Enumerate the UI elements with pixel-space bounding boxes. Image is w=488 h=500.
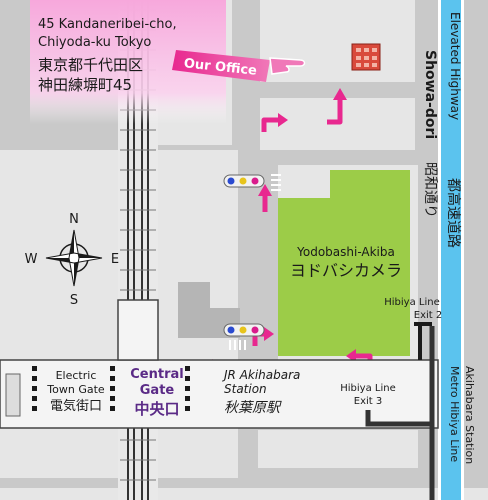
address-en-line2: Chiyoda-ku Tokyo — [38, 35, 151, 50]
compass-icon — [45, 229, 103, 287]
station-plaza — [178, 282, 240, 338]
compass-north: N — [69, 212, 79, 227]
jr-station-name-line2: Station — [224, 382, 267, 396]
exit2-marker — [414, 322, 432, 360]
crosswalk — [229, 340, 246, 350]
metro-station-line2: Akihabara Station — [463, 366, 476, 464]
electric-town-gate-ja: 電気街口 — [50, 398, 102, 414]
jr-station-name-line1: JR Akihabara — [222, 368, 300, 382]
hibiya-exit3-line2: Exit 3 — [354, 396, 382, 407]
crosswalk — [271, 174, 281, 191]
arrow-up-icon — [258, 184, 272, 196]
address-ja-line2: 神田練塀町45 — [38, 76, 132, 94]
arrow-right-icon — [264, 327, 274, 341]
underground-passage — [365, 326, 435, 500]
hibiya-exit2-line1: Hibiya Line — [384, 297, 440, 308]
hibiya-exit2-line2: Exit 2 — [414, 310, 442, 321]
electric-town-gate-line2: Town Gate — [46, 383, 105, 396]
showa-dori-label: Showa-dori — [422, 50, 438, 139]
jr-akihabara-station — [0, 299, 439, 429]
highway-label-ja: 都高速道路 — [445, 178, 462, 248]
landmark-name-ja: ヨドバシカメラ — [290, 261, 402, 280]
hibiya-exit3-line1: Hibiya Line — [340, 383, 396, 394]
route-arrow — [327, 98, 343, 125]
route-arrow — [261, 117, 280, 132]
arrow-up-icon — [333, 88, 347, 100]
address-en-line1: 45 Kandaneribei-cho, — [38, 17, 177, 32]
block — [0, 488, 488, 500]
electric-town-gate-line1: Electric — [56, 369, 97, 382]
elevated-highway-label: Elevated Highway — [448, 12, 462, 120]
our-office-callout — [172, 50, 270, 82]
yodobashi-building — [278, 170, 410, 356]
compass-west: W — [25, 252, 38, 267]
pointing-hand-icon — [269, 57, 306, 75]
jr-station-name-ja: 秋葉原駅 — [224, 400, 282, 416]
compass-east: E — [111, 252, 119, 267]
block — [158, 428, 238, 478]
office-building-icon — [351, 43, 381, 71]
address-ja-line1: 東京都千代田区 — [38, 56, 143, 74]
block — [0, 428, 118, 478]
elevated-highway — [441, 0, 461, 500]
metro-station-line1: Metro Hibiya Line — [448, 366, 461, 462]
central-gate-ja: 中央口 — [134, 400, 179, 418]
showa-dori-label-ja: 昭和通り — [422, 162, 438, 218]
central-gate-line2: Gate — [140, 383, 175, 398]
traffic-light-icon — [223, 323, 265, 337]
block — [0, 190, 118, 360]
compass-south: S — [70, 293, 78, 308]
central-gate-line1: Central — [130, 367, 183, 382]
block — [0, 150, 118, 190]
block — [258, 430, 418, 468]
traffic-light-icon — [223, 174, 265, 188]
arrow-right-icon — [278, 113, 288, 127]
landmark-name-en: Yodobashi-Akiba — [296, 245, 395, 259]
